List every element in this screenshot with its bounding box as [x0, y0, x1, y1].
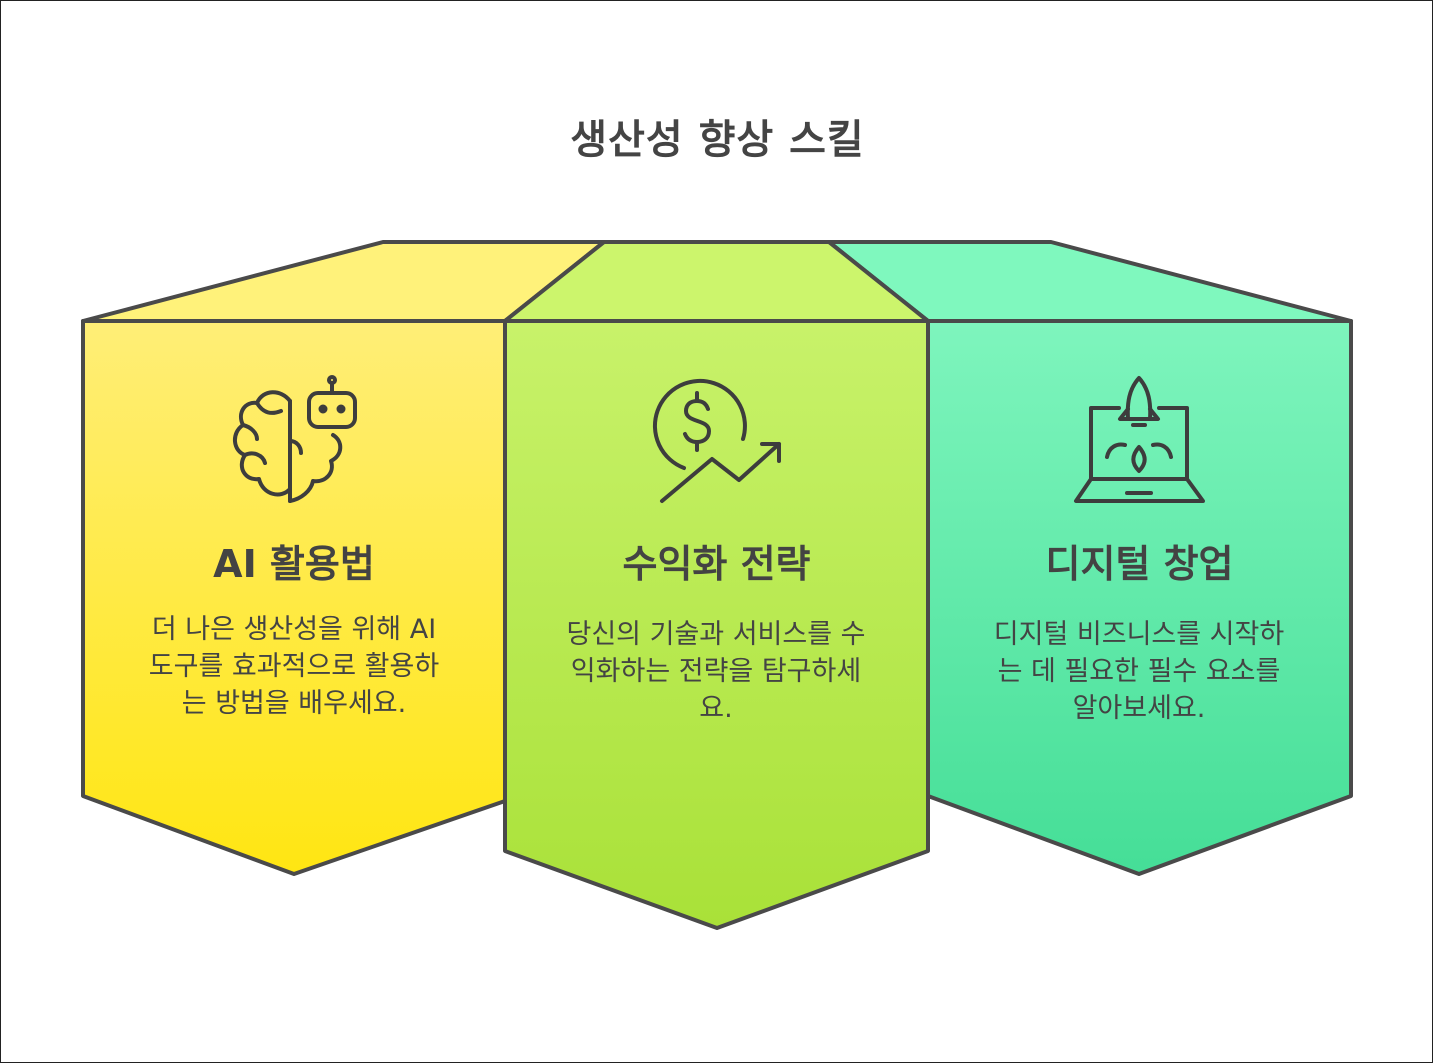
- card-ai-title: AI 활용법: [213, 542, 375, 586]
- card-ai-description: 더 나은 생산성을 위해 AI 도구를 효과적으로 활용하는 방법을 배우세요.: [148, 614, 440, 719]
- card-digital-description: 디지털 비즈니스를 시작하는 데 필요한 필수 요소를 알아보세요.: [993, 619, 1285, 724]
- dollar-growth-icon: [652, 378, 781, 503]
- card-monetize-front-face: [503, 319, 930, 930]
- card-digital-front-face: [926, 319, 1353, 876]
- card-ai-shape: [81, 240, 606, 876]
- rocket-laptop-icon: [1074, 376, 1205, 503]
- card-monetize-shape: [503, 240, 930, 930]
- card-digital-title: 디지털 창업: [1045, 542, 1234, 586]
- diagram-title: 생산성 향상 스킬: [570, 117, 865, 163]
- card-ai-front-face: [81, 319, 507, 876]
- card-monetize-title: 수익화 전략: [622, 542, 811, 586]
- brain-robot-icon: [233, 375, 357, 503]
- card-monetize-description: 당신의 기술과 서비스를 수익화하는 전략을 탐구하세요.: [566, 619, 866, 724]
